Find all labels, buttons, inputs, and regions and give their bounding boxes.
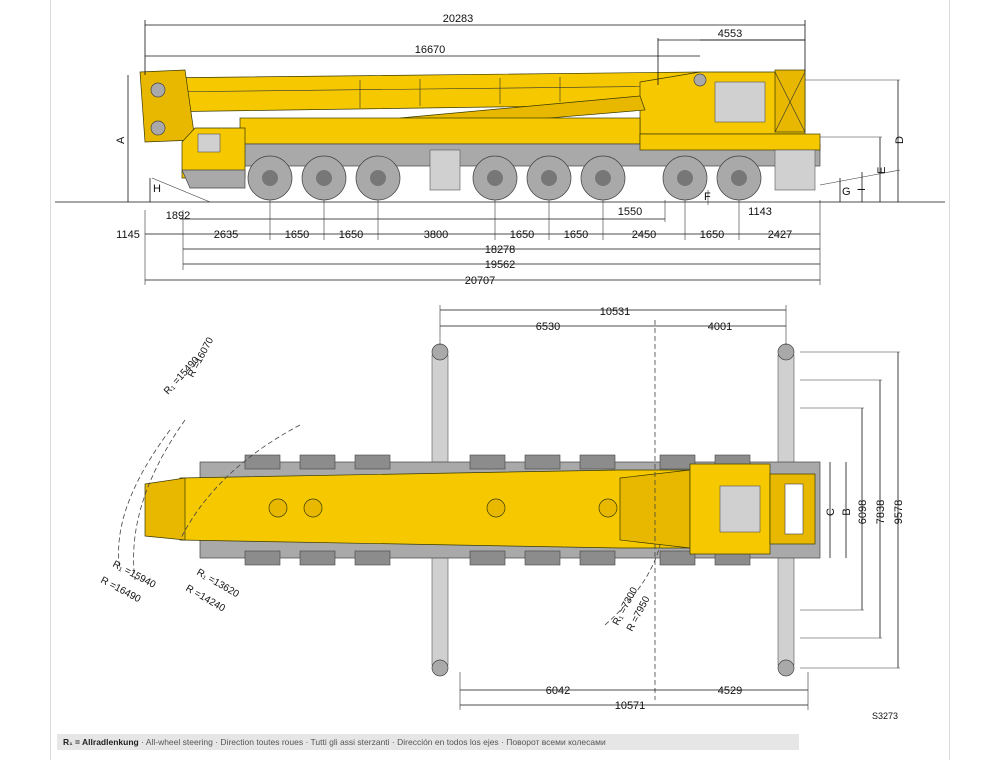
boom-head-top-view [144, 477, 186, 541]
side-view [55, 20, 945, 285]
axle-dim-4: 1650 [339, 229, 363, 241]
letter-h: H [153, 183, 161, 195]
dim-4001: 4001 [708, 321, 732, 333]
axle-dim-7: 1650 [564, 229, 588, 241]
axle-dim-10: 2427 [768, 229, 792, 241]
dim-1143: 1143 [748, 206, 772, 218]
dim-10571: 10571 [615, 700, 646, 712]
letter-d: D [894, 136, 906, 144]
dim-overhang-front: 1892 [166, 210, 190, 222]
dim-7838: 7838 [875, 500, 887, 524]
footer-legend: R₁ = Allradlenkung · All-wheel steering … [57, 734, 799, 750]
dim-18278: 18278 [485, 244, 516, 256]
dim-1550: 1550 [618, 206, 642, 218]
letter-g: G [842, 186, 851, 198]
letter-i: I [856, 188, 868, 191]
axle-dim-1: 1145 [116, 229, 140, 241]
dim-6530: 6530 [536, 321, 560, 333]
letter-a: A [115, 136, 127, 144]
letter-e: E [876, 167, 888, 174]
dim-4529: 4529 [718, 685, 742, 697]
axle-dim-8: 2450 [632, 229, 656, 241]
dim-6042: 6042 [546, 685, 570, 697]
outrigger-front-right [431, 554, 449, 666]
dim-9578: 9578 [893, 500, 905, 524]
dim-6098: 6098 [857, 500, 869, 524]
outrigger-rear-right [777, 554, 795, 666]
dim-19562: 19562 [485, 259, 516, 271]
axle-dim-5: 3800 [424, 229, 448, 241]
dim-20707: 20707 [465, 275, 496, 287]
dim-10531: 10531 [600, 306, 631, 318]
boom-head [139, 69, 196, 143]
axle-dim-3: 1650 [285, 229, 309, 241]
dim-tail-length: 4553 [718, 28, 742, 40]
letter-f: F [704, 191, 711, 203]
dim-boom-length: 16670 [415, 44, 446, 56]
chassis-deck [239, 117, 641, 145]
outrigger-rear-left [777, 354, 795, 466]
side-view-labels: 20283 16670 4553 A H D E I G F 1892 1550… [115, 13, 906, 287]
outrigger-front-left [431, 354, 449, 466]
letter-b: B [841, 508, 853, 515]
axle-dim-9: 1650 [700, 229, 724, 241]
axle-dim-6: 1650 [510, 229, 534, 241]
axle-dim-2: 2635 [214, 229, 238, 241]
drawing-code: S3273 [872, 711, 899, 721]
letter-c: C [825, 508, 837, 516]
dim-total-height-length: 20283 [443, 13, 474, 25]
footer-prefix: R₁ = Allradlenkung [63, 737, 139, 747]
wheels-side [247, 155, 762, 201]
top-view [118, 305, 900, 710]
footer-translations: · All-wheel steering · Direction toutes … [138, 737, 606, 747]
